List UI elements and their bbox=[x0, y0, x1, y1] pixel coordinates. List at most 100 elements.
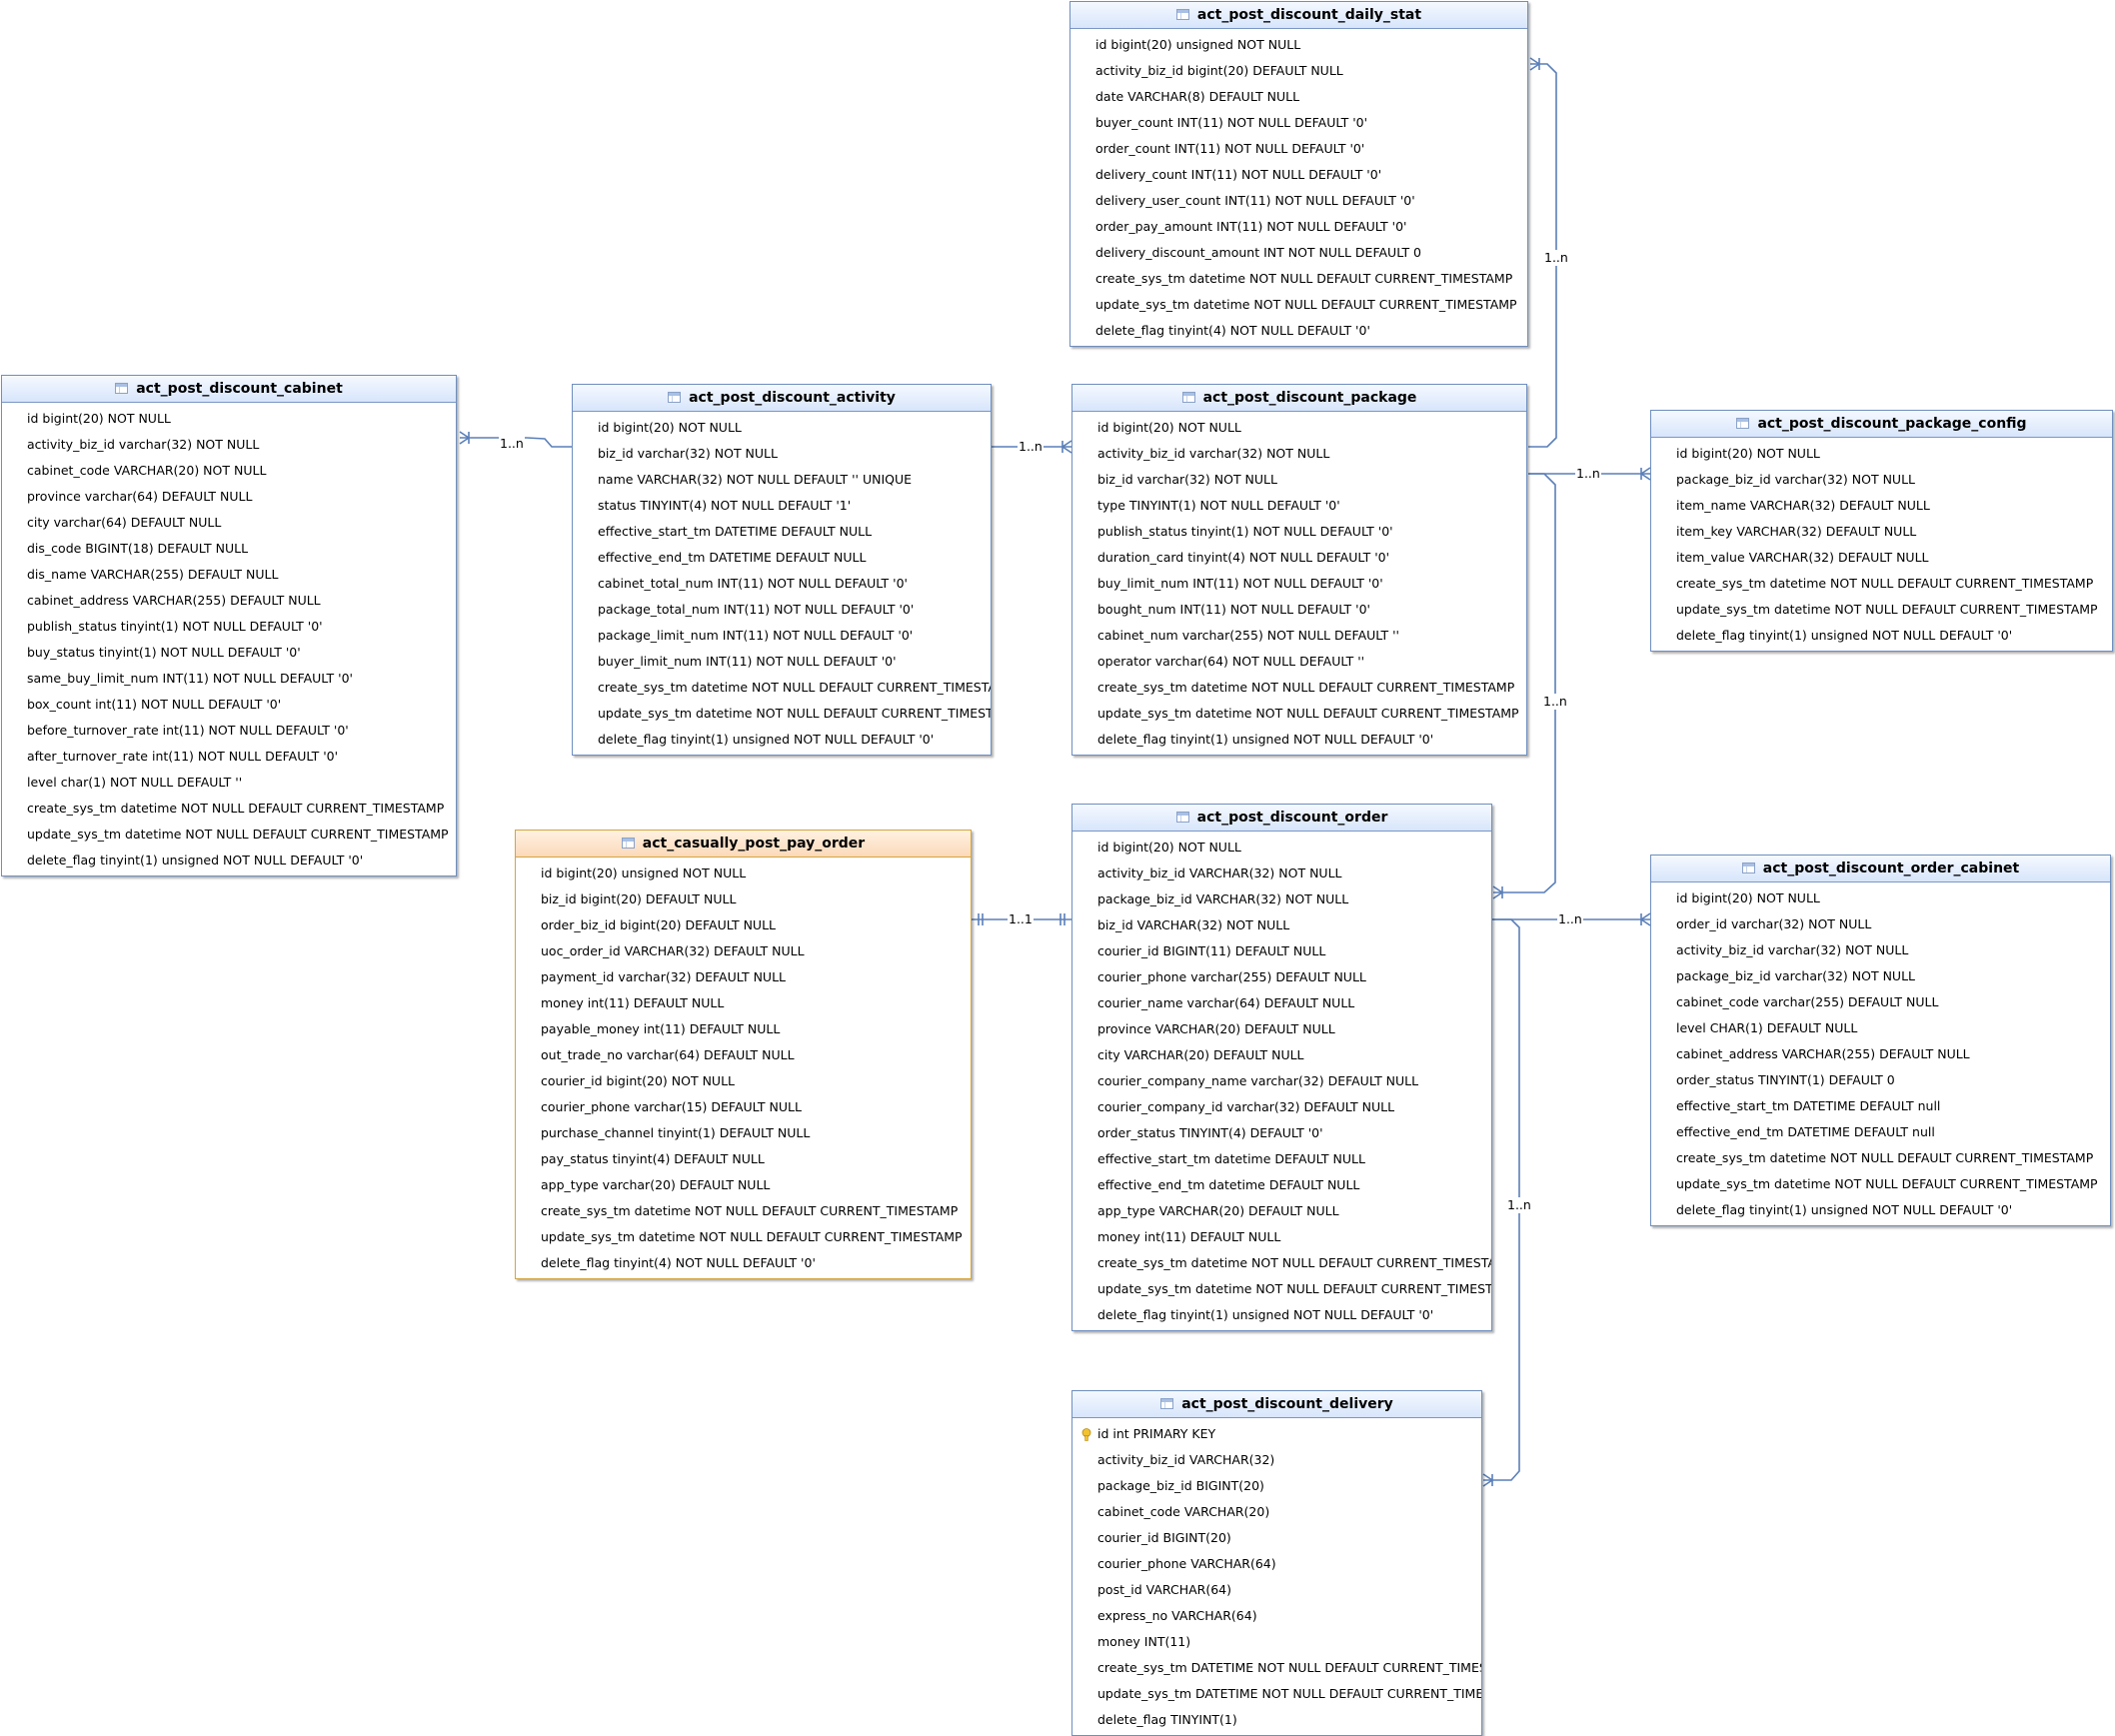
field-row[interactable]: activity_biz_id varchar(32) NOT NULL bbox=[1072, 441, 1526, 467]
field-row[interactable]: courier_id BIGINT(20) bbox=[1072, 1525, 1481, 1551]
field-row[interactable]: package_biz_id VARCHAR(32) NOT NULL bbox=[1072, 886, 1491, 912]
field-row[interactable]: delete_flag tinyint(1) unsigned NOT NULL… bbox=[1072, 727, 1526, 753]
field-row[interactable]: update_sys_tm datetime NOT NULL DEFAULT … bbox=[1070, 292, 1527, 318]
field-row[interactable]: id bigint(20) unsigned NOT NULL bbox=[1070, 32, 1527, 58]
field-row[interactable]: duration_card tinyint(4) NOT NULL DEFAUL… bbox=[1072, 545, 1526, 571]
field-row[interactable]: name VARCHAR(32) NOT NULL DEFAULT '' UNI… bbox=[573, 467, 991, 493]
field-row[interactable]: create_sys_tm datetime NOT NULL DEFAULT … bbox=[516, 1198, 971, 1224]
field-row[interactable]: create_sys_tm datetime NOT NULL DEFAULT … bbox=[573, 675, 991, 701]
field-row[interactable]: effective_end_tm DATETIME DEFAULT null bbox=[1651, 1119, 2110, 1145]
field-row[interactable]: order_id varchar(32) NOT NULL bbox=[1651, 911, 2110, 937]
field-row[interactable]: province varchar(64) DEFAULT NULL bbox=[2, 484, 456, 510]
field-row[interactable]: type TINYINT(1) NOT NULL DEFAULT '0' bbox=[1072, 493, 1526, 519]
field-row[interactable]: effective_start_tm DATETIME DEFAULT null bbox=[1651, 1093, 2110, 1119]
field-row[interactable]: delivery_count INT(11) NOT NULL DEFAULT … bbox=[1070, 162, 1527, 188]
field-row[interactable]: cabinet_code varchar(255) DEFAULT NULL bbox=[1651, 989, 2110, 1015]
field-row[interactable]: money int(11) DEFAULT NULL bbox=[516, 990, 971, 1016]
field-row[interactable]: province VARCHAR(20) DEFAULT NULL bbox=[1072, 1016, 1491, 1042]
field-row[interactable]: effective_start_tm datetime DEFAULT NULL bbox=[1072, 1146, 1491, 1172]
field-row[interactable]: before_turnover_rate int(11) NOT NULL DE… bbox=[2, 718, 456, 744]
field-row[interactable]: update_sys_tm datetime NOT NULL DEFAULT … bbox=[1651, 597, 2112, 623]
field-row[interactable]: delivery_discount_amount INT NOT NULL DE… bbox=[1070, 240, 1527, 266]
entity-header[interactable]: act_post_discount_order bbox=[1072, 805, 1491, 832]
field-row[interactable]: biz_id bigint(20) DEFAULT NULL bbox=[516, 886, 971, 912]
entity-header[interactable]: act_post_discount_cabinet bbox=[2, 376, 456, 403]
field-row[interactable]: delete_flag tinyint(1) unsigned NOT NULL… bbox=[1651, 1197, 2110, 1223]
field-row[interactable]: cabinet_num varchar(255) NOT NULL DEFAUL… bbox=[1072, 623, 1526, 649]
field-row[interactable]: cabinet_address VARCHAR(255) DEFAULT NUL… bbox=[1651, 1041, 2110, 1067]
field-row[interactable]: dis_code BIGINT(18) DEFAULT NULL bbox=[2, 536, 456, 562]
field-row[interactable]: package_biz_id BIGINT(20) bbox=[1072, 1473, 1481, 1499]
field-row[interactable]: after_turnover_rate int(11) NOT NULL DEF… bbox=[2, 744, 456, 770]
entity-header[interactable]: act_post_discount_order_cabinet bbox=[1651, 856, 2110, 882]
field-row[interactable]: dis_name VARCHAR(255) DEFAULT NULL bbox=[2, 562, 456, 588]
field-row[interactable]: courier_phone VARCHAR(64) bbox=[1072, 1551, 1481, 1577]
field-row[interactable]: cabinet_code VARCHAR(20) NOT NULL bbox=[2, 458, 456, 484]
field-row[interactable]: delete_flag tinyint(1) unsigned NOT NULL… bbox=[573, 727, 991, 753]
field-row[interactable]: express_no VARCHAR(64) bbox=[1072, 1603, 1481, 1629]
field-row[interactable]: payable_money int(11) DEFAULT NULL bbox=[516, 1016, 971, 1042]
field-row[interactable]: package_limit_num INT(11) NOT NULL DEFAU… bbox=[573, 623, 991, 649]
field-row[interactable]: package_biz_id varchar(32) NOT NULL bbox=[1651, 963, 2110, 989]
field-row[interactable]: publish_status tinyint(1) NOT NULL DEFAU… bbox=[2, 614, 456, 640]
field-row[interactable]: create_sys_tm datetime NOT NULL DEFAULT … bbox=[1651, 1145, 2110, 1171]
field-row[interactable]: box_count int(11) NOT NULL DEFAULT '0' bbox=[2, 692, 456, 718]
field-row[interactable]: create_sys_tm datetime NOT NULL DEFAULT … bbox=[2, 796, 456, 822]
field-row[interactable]: level CHAR(1) DEFAULT NULL bbox=[1651, 1015, 2110, 1041]
field-row[interactable]: buy_limit_num INT(11) NOT NULL DEFAULT '… bbox=[1072, 571, 1526, 597]
entity-header[interactable]: act_post_discount_package_config bbox=[1651, 411, 2112, 438]
field-row[interactable]: update_sys_tm DATETIME NOT NULL DEFAULT … bbox=[1072, 1681, 1481, 1707]
field-row[interactable]: post_id VARCHAR(64) bbox=[1072, 1577, 1481, 1603]
field-row[interactable]: update_sys_tm datetime NOT NULL DEFAULT … bbox=[1651, 1171, 2110, 1197]
field-row[interactable]: publish_status tinyint(1) NOT NULL DEFAU… bbox=[1072, 519, 1526, 545]
field-row[interactable]: activity_biz_id VARCHAR(32) bbox=[1072, 1447, 1481, 1473]
field-row[interactable]: courier_id bigint(20) NOT NULL bbox=[516, 1068, 971, 1094]
field-row[interactable]: id bigint(20) NOT NULL bbox=[1072, 835, 1491, 861]
field-row[interactable]: effective_end_tm DATETIME DEFAULT NULL bbox=[573, 545, 991, 571]
field-row[interactable]: bought_num INT(11) NOT NULL DEFAULT '0' bbox=[1072, 597, 1526, 623]
field-row[interactable]: money INT(11) bbox=[1072, 1629, 1481, 1655]
field-row[interactable]: id bigint(20) NOT NULL bbox=[1072, 415, 1526, 441]
field-row[interactable]: update_sys_tm datetime NOT NULL DEFAULT … bbox=[1072, 1276, 1491, 1302]
field-row[interactable]: activity_biz_id VARCHAR(32) NOT NULL bbox=[1072, 861, 1491, 886]
field-row[interactable]: cabinet_address VARCHAR(255) DEFAULT NUL… bbox=[2, 588, 456, 614]
field-row[interactable]: update_sys_tm datetime NOT NULL DEFAULT … bbox=[2, 822, 456, 848]
field-row[interactable]: payment_id varchar(32) DEFAULT NULL bbox=[516, 964, 971, 990]
field-row[interactable]: create_sys_tm datetime NOT NULL DEFAULT … bbox=[1651, 571, 2112, 597]
field-row[interactable]: id bigint(20) NOT NULL bbox=[573, 415, 991, 441]
field-row[interactable]: date VARCHAR(8) DEFAULT NULL bbox=[1070, 84, 1527, 110]
field-row[interactable]: courier_phone varchar(15) DEFAULT NULL bbox=[516, 1094, 971, 1120]
field-row[interactable]: courier_company_name varchar(32) DEFAULT… bbox=[1072, 1068, 1491, 1094]
field-row[interactable]: app_type VARCHAR(20) DEFAULT NULL bbox=[1072, 1198, 1491, 1224]
field-row[interactable]: buy_status tinyint(1) NOT NULL DEFAULT '… bbox=[2, 640, 456, 666]
entity-header[interactable]: act_post_discount_delivery bbox=[1072, 1391, 1481, 1418]
field-row[interactable]: order_status TINYINT(4) DEFAULT '0' bbox=[1072, 1120, 1491, 1146]
field-row[interactable]: item_name VARCHAR(32) DEFAULT NULL bbox=[1651, 493, 2112, 519]
entity-header[interactable]: act_post_discount_activity bbox=[573, 385, 991, 412]
field-row[interactable]: activity_biz_id bigint(20) DEFAULT NULL bbox=[1070, 58, 1527, 84]
field-row[interactable]: update_sys_tm datetime NOT NULL DEFAULT … bbox=[516, 1224, 971, 1250]
field-row[interactable]: activity_biz_id varchar(32) NOT NULL bbox=[1651, 937, 2110, 963]
field-row[interactable]: effective_start_tm DATETIME DEFAULT NULL bbox=[573, 519, 991, 545]
field-row[interactable]: delete_flag tinyint(1) unsigned NOT NULL… bbox=[2, 848, 456, 873]
field-row[interactable]: cabinet_total_num INT(11) NOT NULL DEFAU… bbox=[573, 571, 991, 597]
field-row[interactable]: buyer_count INT(11) NOT NULL DEFAULT '0' bbox=[1070, 110, 1527, 136]
field-row[interactable]: biz_id varchar(32) NOT NULL bbox=[573, 441, 991, 467]
field-row[interactable]: update_sys_tm datetime NOT NULL DEFAULT … bbox=[573, 701, 991, 727]
field-row[interactable]: id bigint(20) NOT NULL bbox=[1651, 885, 2110, 911]
field-row[interactable]: create_sys_tm datetime NOT NULL DEFAULT … bbox=[1072, 675, 1526, 701]
field-row[interactable]: order_biz_id bigint(20) DEFAULT NULL bbox=[516, 912, 971, 938]
field-row[interactable]: id bigint(20) NOT NULL bbox=[1651, 441, 2112, 467]
field-row[interactable]: update_sys_tm datetime NOT NULL DEFAULT … bbox=[1072, 701, 1526, 727]
field-row[interactable]: create_sys_tm datetime NOT NULL DEFAULT … bbox=[1070, 266, 1527, 292]
entity-header[interactable]: act_post_discount_daily_stat bbox=[1070, 2, 1527, 29]
field-row[interactable]: delete_flag TINYINT(1) bbox=[1072, 1707, 1481, 1733]
